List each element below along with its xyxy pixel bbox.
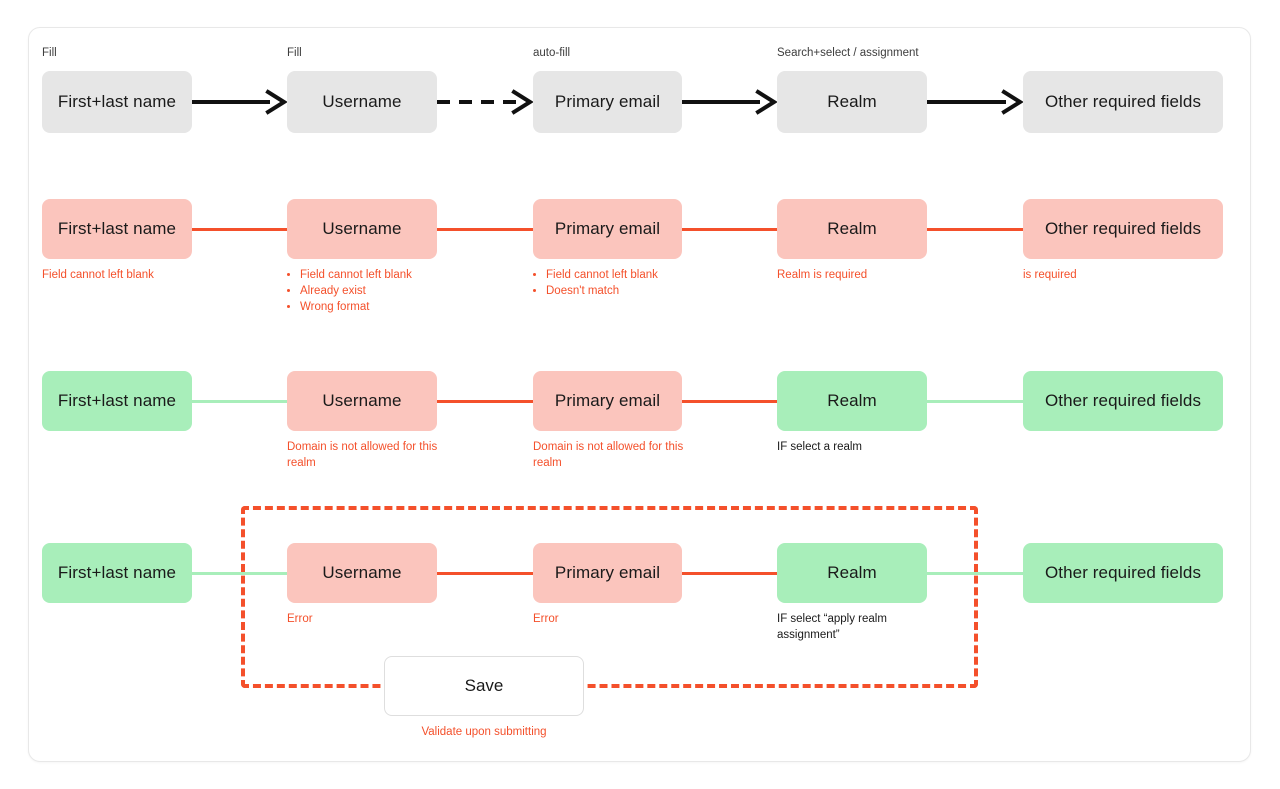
note-item: Doesn't match <box>546 283 743 299</box>
node-row1-realm[interactable]: Realm <box>777 71 927 133</box>
note-item: Wrong format <box>300 299 497 315</box>
caption-search-select-realm: Search+select / assignment <box>777 47 919 59</box>
node-row3-other-fields[interactable]: Other required fields <box>1023 371 1223 431</box>
caption-fill-username: Fill <box>287 47 302 59</box>
node-row3-realm[interactable]: Realm <box>777 371 927 431</box>
connector-row3-4 <box>927 400 1023 403</box>
note-row3-email: Domain is not allowed for this realm <box>533 441 684 469</box>
note-row2-other: is required <box>1023 269 1077 281</box>
connector-row2-4 <box>927 228 1023 231</box>
connector-row3-1 <box>192 400 287 403</box>
note-row2-email: Field cannot left blank Doesn't match <box>533 267 743 299</box>
connector-row3-3 <box>682 400 777 403</box>
connector-row2-3 <box>682 228 777 231</box>
note-row3-username: Domain is not allowed for this realm <box>287 441 438 469</box>
arrow-solid-realm-to-other <box>927 89 1023 115</box>
note-row2-name: Field cannot left blank <box>42 269 154 281</box>
arrow-dashed-username-to-email <box>437 89 533 115</box>
node-row2-username[interactable]: Username <box>287 199 437 259</box>
connector-row2-2 <box>437 228 533 231</box>
node-row4-first-last-name[interactable]: First+last name <box>42 543 192 603</box>
note-item: Field cannot left blank <box>300 267 497 283</box>
connector-row4-3 <box>682 572 777 575</box>
note-row2-username: Field cannot left blank Already exist Wr… <box>287 267 497 315</box>
node-row4-other-fields[interactable]: Other required fields <box>1023 543 1223 603</box>
note-item: Field cannot left blank <box>546 267 743 283</box>
note-row4-email: Error <box>533 613 559 625</box>
diagram-card: Fill Fill auto-fill Search+select / assi… <box>28 27 1251 762</box>
node-row3-primary-email[interactable]: Primary email <box>533 371 682 431</box>
note-row4-realm: IF select “apply realm assignment” <box>777 613 887 641</box>
caption-autofill-email: auto-fill <box>533 47 571 59</box>
node-row2-primary-email[interactable]: Primary email <box>533 199 682 259</box>
save-caption: Validate upon submitting <box>421 726 547 738</box>
caption-fill-name: Fill <box>42 47 57 59</box>
node-row2-other-fields[interactable]: Other required fields <box>1023 199 1223 259</box>
arrow-solid-email-to-realm <box>682 89 777 115</box>
connector-row2-1 <box>192 228 287 231</box>
connector-row4-4 <box>927 572 1023 575</box>
node-row1-username[interactable]: Username <box>287 71 437 133</box>
node-row3-first-last-name[interactable]: First+last name <box>42 371 192 431</box>
arrow-solid-name-to-username <box>192 89 287 115</box>
node-row3-username[interactable]: Username <box>287 371 437 431</box>
connector-row4-2 <box>437 572 533 575</box>
node-row2-realm[interactable]: Realm <box>777 199 927 259</box>
note-row4-username: Error <box>287 613 313 625</box>
node-row4-primary-email[interactable]: Primary email <box>533 543 682 603</box>
node-row4-username[interactable]: Username <box>287 543 437 603</box>
submit-validation-group-box <box>241 506 978 688</box>
node-row1-primary-email[interactable]: Primary email <box>533 71 682 133</box>
node-row1-other-fields[interactable]: Other required fields <box>1023 71 1223 133</box>
connector-row4-1 <box>192 572 287 575</box>
note-row3-realm: IF select a realm <box>777 441 862 453</box>
node-row1-first-last-name[interactable]: First+last name <box>42 71 192 133</box>
node-row4-realm[interactable]: Realm <box>777 543 927 603</box>
node-row2-first-last-name[interactable]: First+last name <box>42 199 192 259</box>
note-item: Already exist <box>300 283 497 299</box>
save-button[interactable]: Save <box>384 656 584 716</box>
connector-row3-2 <box>437 400 533 403</box>
note-row2-realm: Realm is required <box>777 269 868 281</box>
